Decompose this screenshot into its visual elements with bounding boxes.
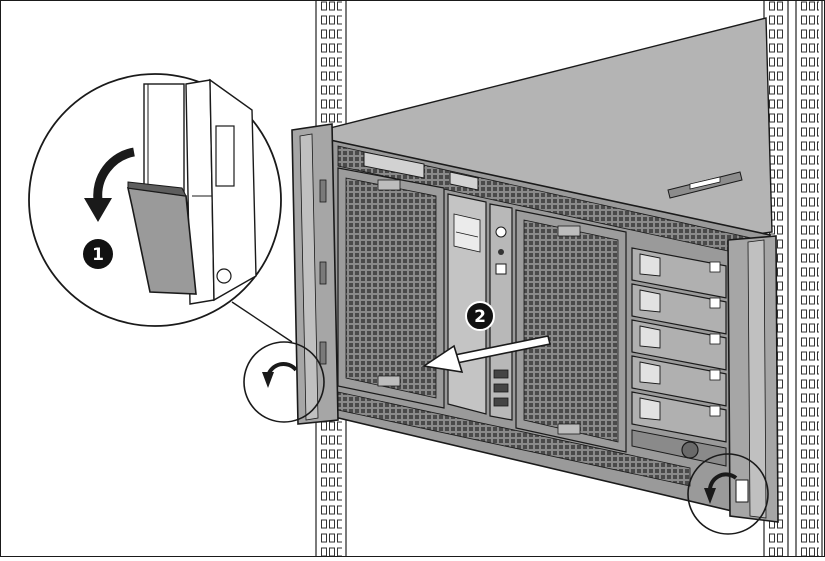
- drive-handle: [639, 325, 661, 349]
- drive-release-latch: [709, 405, 721, 417]
- step-number-2: 2: [474, 307, 486, 327]
- rotate-arrow-icon: [704, 488, 716, 504]
- fan-panel-left: [337, 167, 445, 409]
- drive-handle: [639, 361, 661, 385]
- drive-release-latch: [709, 261, 721, 273]
- drive-release-latch: [709, 369, 721, 381]
- fan-panel-right: [515, 209, 627, 453]
- step-badge-2: 2: [465, 301, 495, 331]
- rotate-arrow-icon: [262, 372, 274, 388]
- step-badge-1: 1: [83, 239, 113, 269]
- release-latch-arrow-icon: [84, 147, 136, 222]
- callout-magnifier-icon: 1: [28, 73, 293, 343]
- power-module: [631, 429, 727, 467]
- drive-handle: [639, 289, 661, 313]
- top-latch: [667, 171, 743, 199]
- bezel-ear-left: [291, 123, 339, 425]
- control-panel: [489, 203, 513, 421]
- callout-detail: [126, 78, 257, 305]
- drive-handle: [639, 397, 661, 421]
- status-bar: [363, 151, 479, 191]
- pull-out-arrow-icon: [421, 335, 551, 373]
- drive-release-latch: [709, 333, 721, 345]
- callout-circle-right: [687, 453, 769, 535]
- drive-handle: [639, 253, 661, 277]
- bezel-ear-right: [727, 235, 779, 523]
- callout-circle-left: [243, 341, 325, 423]
- step-number-1: 1: [92, 245, 104, 265]
- drive-release-latch: [709, 297, 721, 309]
- drive-bay-stack: [631, 247, 727, 443]
